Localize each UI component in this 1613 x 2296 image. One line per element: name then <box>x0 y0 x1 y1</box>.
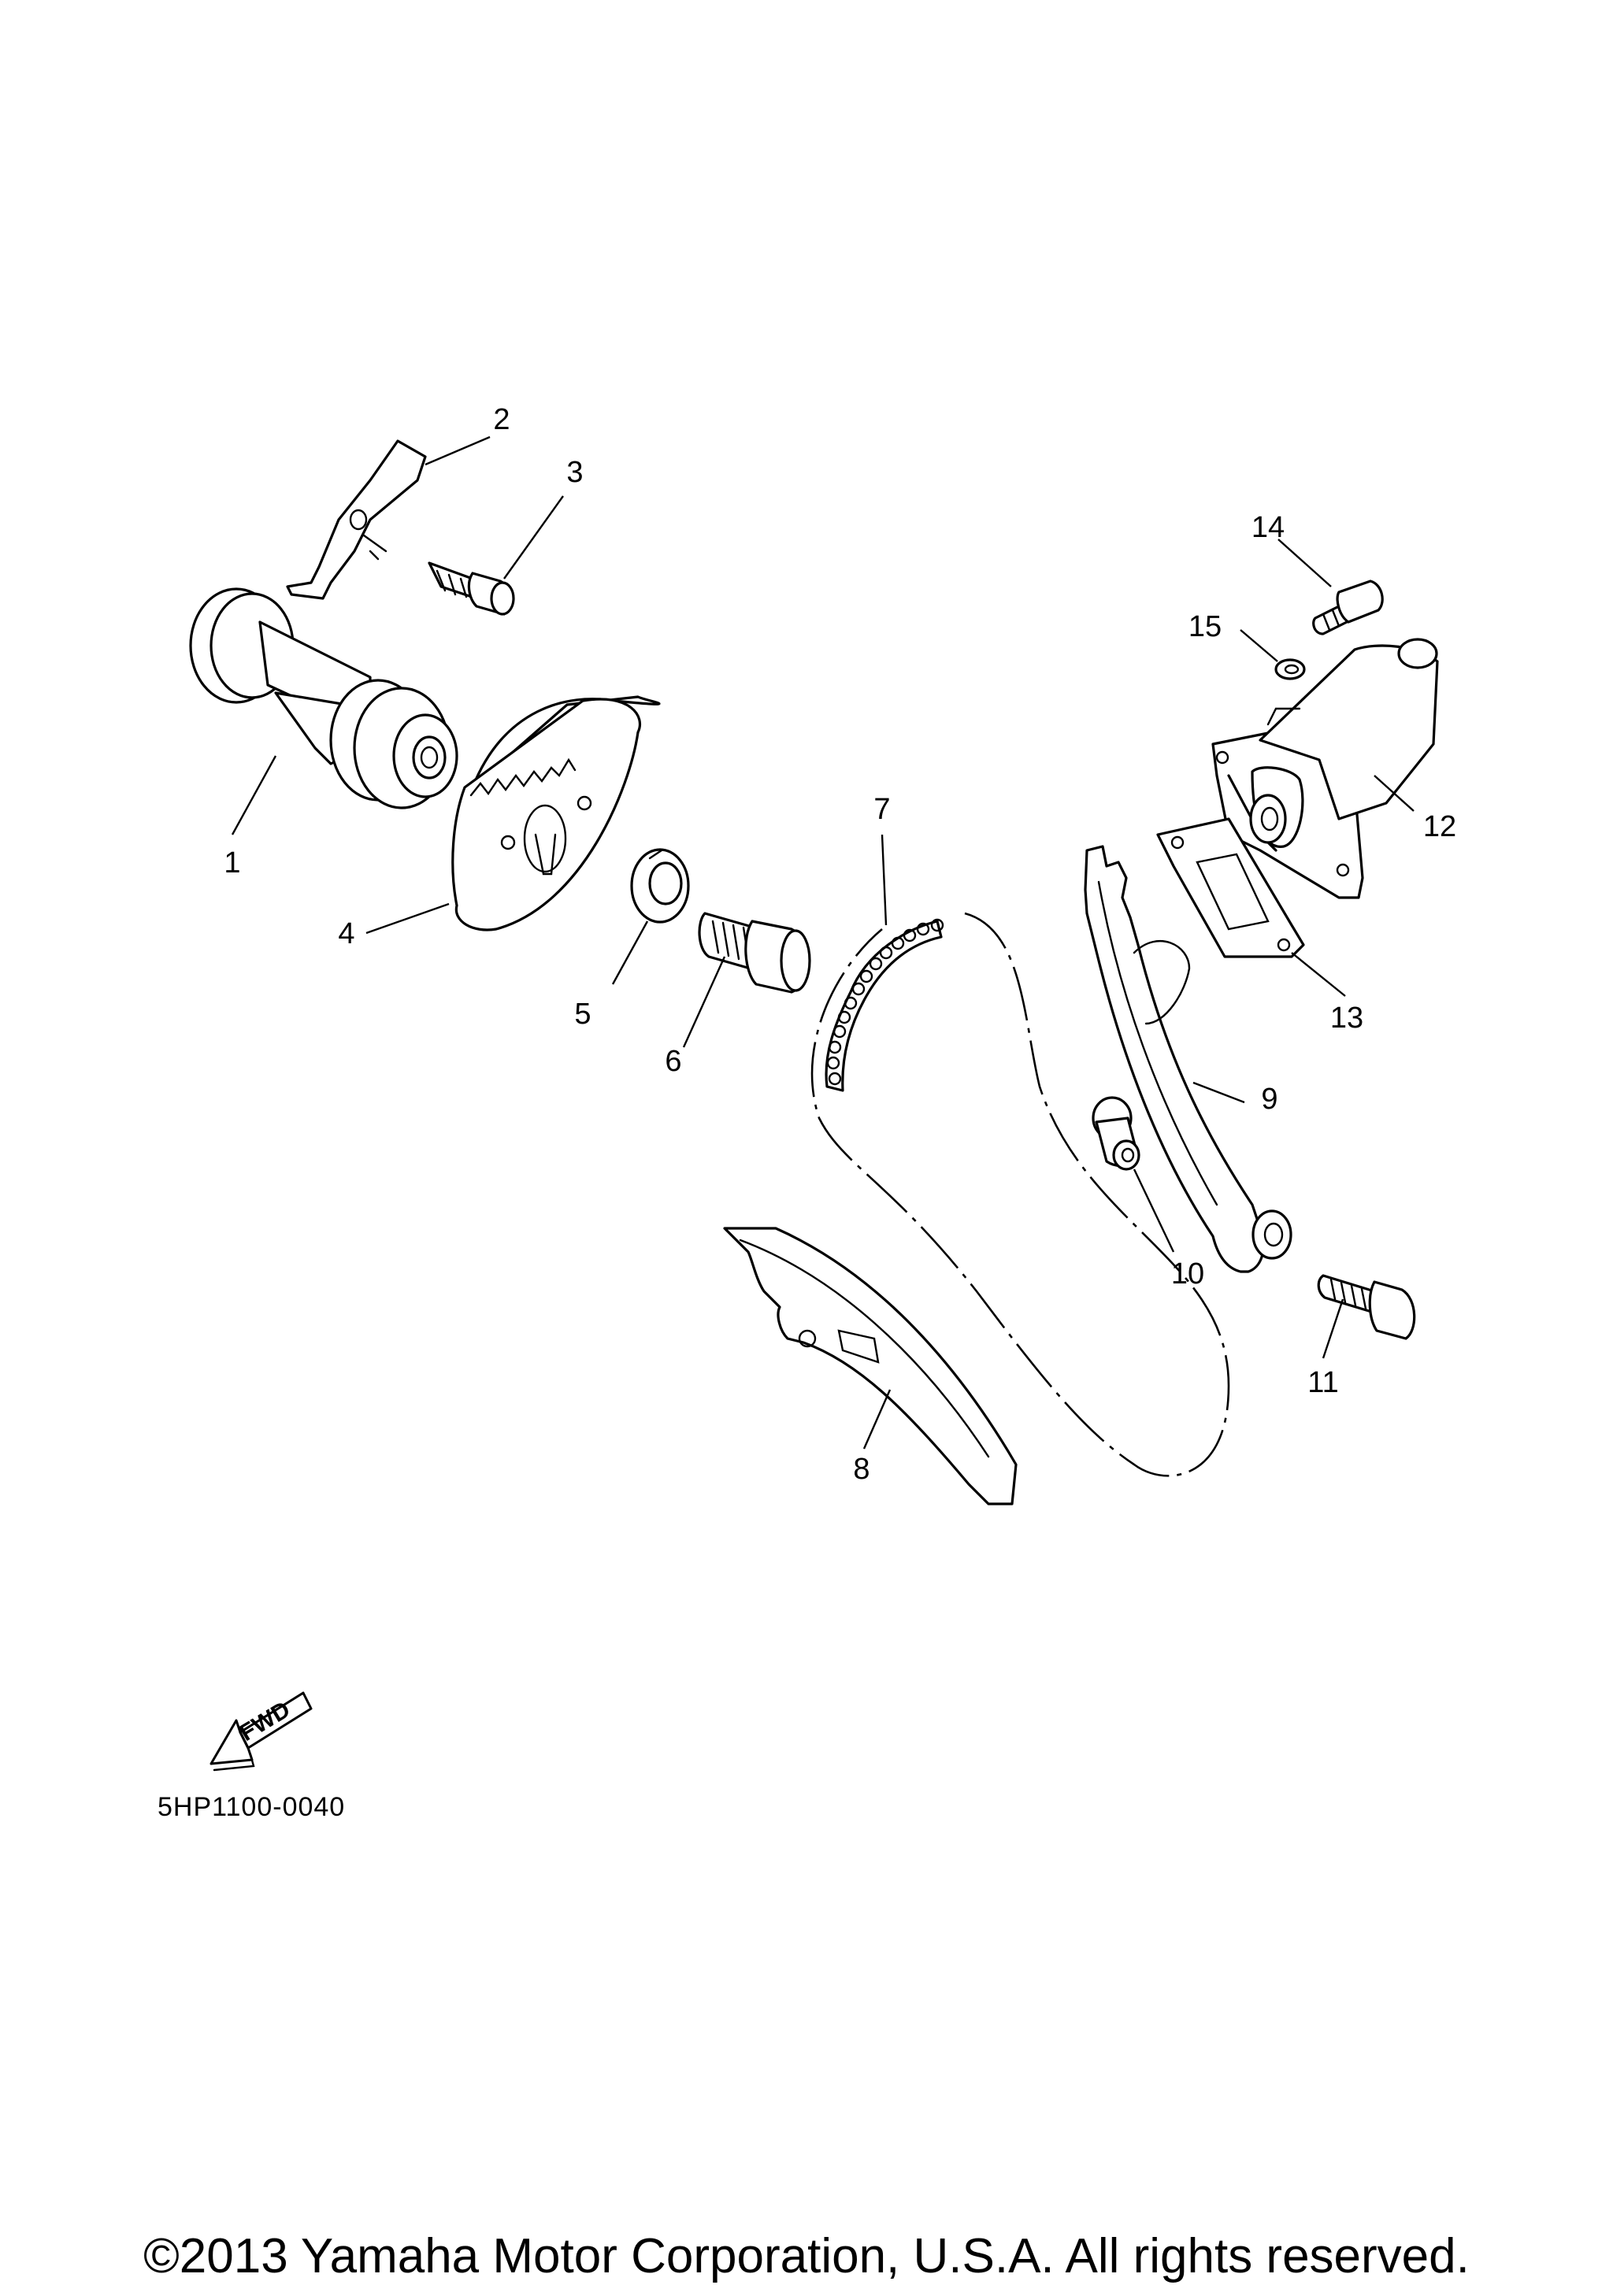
callout-8: 8 <box>853 1453 870 1486</box>
cam-plate <box>286 439 427 600</box>
sprocket-bolt <box>698 912 811 994</box>
washer <box>630 848 690 924</box>
callout-15: 15 <box>1188 610 1222 643</box>
cam-chain <box>825 918 944 1092</box>
callout-1: 1 <box>224 846 240 880</box>
callout-10: 10 <box>1171 1257 1204 1291</box>
bolt-14 <box>1312 580 1384 635</box>
callout-6: 6 <box>665 1045 681 1078</box>
callout-5: 5 <box>574 998 591 1031</box>
tensioner-guide <box>1084 845 1292 1273</box>
washer-15 <box>1274 658 1306 680</box>
fwd-arrow-icon: FWD <box>210 1691 313 1772</box>
callout-9: 9 <box>1261 1083 1277 1116</box>
collar <box>1092 1096 1140 1171</box>
callout-14: 14 <box>1251 511 1285 544</box>
tensioner-gasket <box>1156 817 1305 958</box>
camshaft <box>189 587 458 809</box>
bolt-3 <box>428 561 515 616</box>
callout-12: 12 <box>1423 810 1456 843</box>
fwd-label: FWD <box>235 1697 295 1746</box>
leader-lines <box>231 435 1415 1450</box>
cam-sprocket <box>451 695 661 931</box>
tensioner-assembly <box>1211 638 1439 899</box>
copyright-notice: ©2013 Yamaha Motor Corporation, U.S.A. A… <box>143 2229 1470 2283</box>
callout-4: 4 <box>338 917 354 950</box>
callout-11: 11 <box>1307 1366 1338 1399</box>
callout-13: 13 <box>1330 1002 1363 1035</box>
chain-guide-lower <box>723 1227 1018 1505</box>
cam-chain-outline <box>810 912 1230 1477</box>
diagram-code: 5HP1100-0040 <box>158 1792 346 1822</box>
callout-3: 3 <box>566 456 583 489</box>
callout-7: 7 <box>873 793 890 826</box>
bolt-11 <box>1317 1274 1416 1340</box>
callout-2: 2 <box>493 403 510 436</box>
